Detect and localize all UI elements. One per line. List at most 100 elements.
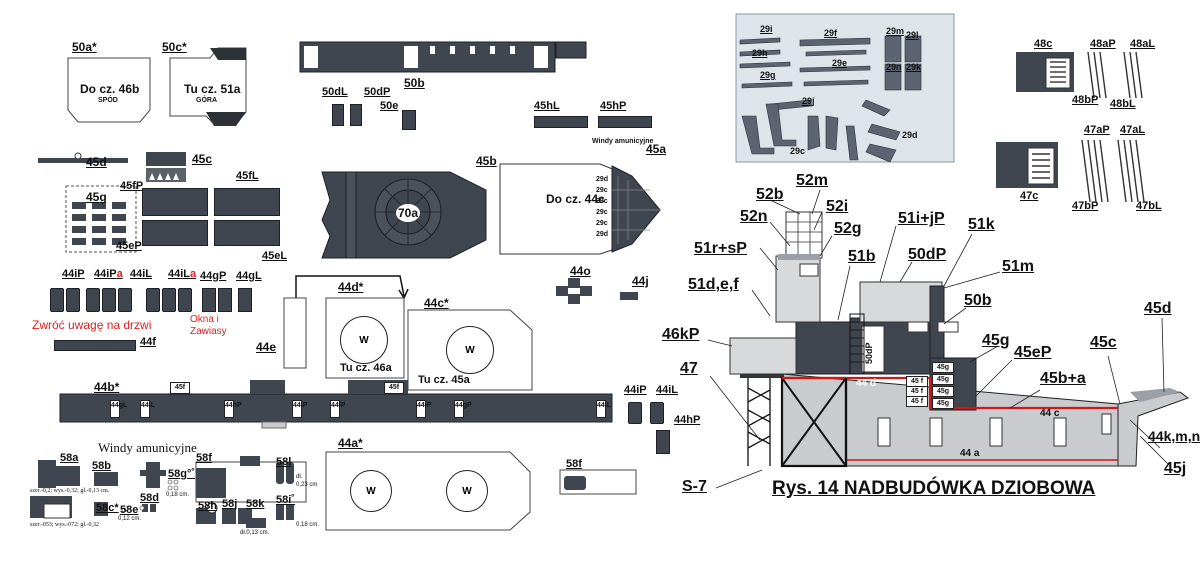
part-50c-dark-bottom <box>206 112 246 126</box>
well-44c: W <box>446 326 494 374</box>
label-45hL: 45hL <box>534 100 560 112</box>
label-58l: 58l <box>276 456 292 468</box>
part-44c-text: Tu cz. 45a <box>418 374 470 386</box>
inset-label-29j: 29j <box>802 96 815 106</box>
inset-label-29d: 29d <box>902 130 918 140</box>
label-44iL: 44iL <box>130 268 153 280</box>
tag-45a-2: 29c <box>596 198 608 205</box>
label-44iP: 44iP <box>62 268 85 280</box>
tag-45a-4: 29c <box>596 220 608 227</box>
assembly-side-view <box>707 189 1190 489</box>
label-45g: 45g <box>86 190 107 204</box>
door-44iPa-2 <box>102 288 116 312</box>
dim-58l: dł. <box>296 474 303 480</box>
door-44iLa-1 <box>162 288 176 312</box>
part-45eL <box>214 220 280 246</box>
door-44iP-1 <box>50 288 64 312</box>
label-50e: 50e <box>380 100 399 112</box>
part-50b-door-2 <box>404 46 418 68</box>
label-45eL: 45eL <box>262 250 288 262</box>
part-50c-sub: GÓRA <box>196 97 217 104</box>
label-45fP: 45fP <box>120 180 144 192</box>
door-44iL-side <box>650 402 664 424</box>
callout-52b: 52b <box>756 186 784 203</box>
tag-45a-1: 29c <box>596 187 608 194</box>
callout-52i: 52i <box>826 198 849 215</box>
tag-45f-a: 45f <box>170 382 190 394</box>
part-50c-dark-top <box>210 48 246 60</box>
label-50dP: 50dP <box>364 86 391 98</box>
tag-44hP: 44hP <box>224 400 242 418</box>
callout-50b: 50b <box>964 292 992 309</box>
callout-52g: 52g <box>834 220 862 237</box>
assembly-stack-tag-6: 45 f <box>906 396 928 407</box>
part-45fL <box>214 188 280 216</box>
label-44o: 44o <box>570 264 591 278</box>
label-48bL: 48bL <box>1110 98 1136 110</box>
tag-44gP: 44gP <box>454 400 472 418</box>
railing-47 <box>1032 139 1145 203</box>
label-44iP-2: 44iP <box>624 384 647 396</box>
label-58h: 58h <box>198 500 217 512</box>
label-47c: 47c <box>1020 190 1039 202</box>
part-44gL <box>238 288 252 312</box>
assembly-44d: 44 d <box>856 378 877 389</box>
door-44iPa-1 <box>86 288 100 312</box>
assembly-44c: 44 c <box>1040 408 1060 419</box>
tag-44gL: 44gL <box>110 400 127 418</box>
label-47bL: 47bL <box>1136 200 1162 212</box>
tag-44iL-2: 44iL <box>596 400 611 418</box>
assembly-stack-tag-3: 45g <box>932 398 954 409</box>
callout-44kmn: 44k,m,n <box>1148 428 1200 444</box>
assembly-44a: 44 a <box>960 448 980 459</box>
label-58d: 58d <box>140 492 159 504</box>
label-44j: 44j <box>632 274 649 288</box>
label-47aL: 47aL <box>1120 124 1146 136</box>
inset-label-29l: 29l <box>906 30 919 40</box>
dim-58a: szer.-0,2; wys.-0,32; gł.-0,13 cm. <box>30 488 110 494</box>
part-44gP-2 <box>218 288 232 312</box>
dim-58k: dł.0,13 cm. <box>240 530 270 536</box>
inset-29-pieces <box>739 35 922 163</box>
callout-45d: 45d <box>1144 300 1172 317</box>
well-44a-1: W <box>350 470 392 512</box>
dim-58l-2: 0,23 cm <box>296 482 318 488</box>
callout-51rsP: 51r+sP <box>694 240 747 257</box>
part-45a-text: Do cz. 44c <box>546 192 605 206</box>
part-44d-text: Tu cz. 46a <box>340 362 392 374</box>
tag-44iL-1: 44iL <box>140 400 155 418</box>
dim-58l-3: 0,18 cm. <box>296 522 320 528</box>
callout-52n: 52n <box>740 208 768 225</box>
tag-45a-0: 29d <box>596 176 609 183</box>
label-58f-2: 58f <box>566 458 582 470</box>
arrow-44d-to-44c <box>295 275 405 298</box>
tag-44iP-1: 44iP <box>292 400 307 418</box>
ammo-lifts-title: Windy amunicyjne <box>98 440 197 455</box>
label-45d: 45d <box>86 155 107 169</box>
part-50a-text: Do cz. 46b <box>80 82 140 96</box>
part-50dP <box>350 104 362 126</box>
label-44d: 44d* <box>338 280 364 294</box>
label-44iPa: 44iPa <box>94 268 123 280</box>
part-50e <box>402 110 416 130</box>
callout-S7: S-7 <box>682 478 707 495</box>
label-58l-star: 58i˚ <box>276 494 295 506</box>
part-45fP <box>142 188 208 216</box>
callout-47: 47 <box>680 360 698 377</box>
label-44iL-2: 44iL <box>656 384 679 396</box>
tag-44iP-2: 44iP <box>330 400 345 418</box>
inset-label-29n: 29n <box>886 62 902 72</box>
door-44iP-side <box>628 402 642 424</box>
inset-label-29i: 29i <box>760 24 773 34</box>
inset-label-29f: 29f <box>824 28 838 38</box>
part-44hP <box>656 430 670 454</box>
label-58e: 58e <box>120 504 139 516</box>
label-50a: 50a* <box>72 40 97 54</box>
label-58c: 58c* <box>96 502 119 514</box>
callout-51k: 51k <box>968 216 995 233</box>
note-doors-ref: Okna i Zawiasy <box>190 314 227 337</box>
label-44b: 44b* <box>94 380 120 394</box>
label-44f: 44f <box>140 336 156 348</box>
callout-45c: 45c <box>1090 334 1117 351</box>
callout-50dP: 50dP <box>908 246 947 263</box>
